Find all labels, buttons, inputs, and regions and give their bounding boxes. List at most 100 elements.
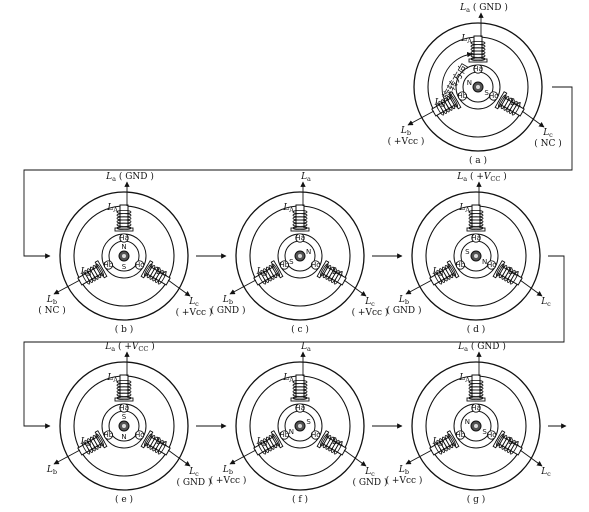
stator-pole-c <box>140 260 171 286</box>
hall-label: Ha <box>471 404 481 412</box>
hall-label: Hc <box>135 431 144 439</box>
lead-b <box>53 449 81 465</box>
shaft-center <box>122 424 126 428</box>
lead-c <box>343 279 367 297</box>
shaft-center <box>476 85 480 89</box>
terminal-b-state: ( GND ) <box>210 305 245 316</box>
shaft-center <box>298 424 302 428</box>
terminal-b-state: ( NC ) <box>38 305 66 316</box>
hall-sensor-b <box>103 260 114 270</box>
stator-pole-c <box>492 260 523 286</box>
coil-c-label: LC <box>510 98 522 109</box>
rotor-south: S <box>484 89 489 97</box>
stator-pole-c <box>316 430 347 456</box>
shaft-center <box>122 254 126 258</box>
flow-arrows <box>23 86 573 429</box>
stator-pole-b <box>429 260 460 286</box>
hall-label: Hb <box>456 261 466 269</box>
hall-label: Hb <box>104 261 114 269</box>
lead-c <box>519 279 543 297</box>
terminal-c-state: ( GND ) <box>176 477 211 488</box>
hall-label: Hc <box>487 431 496 439</box>
panel-caption: ( f ) <box>292 494 308 505</box>
coil-c-label: LC <box>332 437 344 448</box>
coil-c-label: LC <box>508 437 520 448</box>
terminal-c-label: Lc <box>364 297 375 308</box>
hall-label: Hc <box>311 431 320 439</box>
hall-sensor-b <box>279 430 290 440</box>
stator-outer <box>235 191 365 321</box>
coil-a-label: LA <box>106 203 118 214</box>
hall-label: Hb <box>104 431 114 439</box>
coil-a-label: LA <box>460 34 472 45</box>
terminal-c-state: ( +Vcc ) <box>176 307 213 318</box>
hall-sensor-b <box>457 91 468 101</box>
terminal-b-label: Lb <box>400 126 411 137</box>
rotor-north: N <box>121 243 126 251</box>
panel-caption: ( e ) <box>115 494 133 505</box>
rotation-arrow <box>441 51 473 108</box>
hall-sensor-b <box>455 430 466 440</box>
lead-c <box>521 110 545 128</box>
rotor-south: S <box>122 413 127 421</box>
stator-pole-a <box>114 374 134 402</box>
lead-c <box>519 449 543 467</box>
rotor-north: N <box>465 418 470 426</box>
rotor-south: S <box>289 258 294 266</box>
coil-a-label: LA <box>106 373 118 384</box>
panel-caption: ( g ) <box>467 494 486 505</box>
terminal-c-label: Lc <box>540 297 551 308</box>
hall-sensor-b <box>279 260 290 270</box>
rotor-south: S <box>482 428 487 436</box>
terminal-c-label: Lc <box>188 297 199 308</box>
hall-sensor-c <box>486 260 497 270</box>
hall-label: Ha <box>473 65 483 73</box>
stator-pole-b <box>77 260 108 286</box>
coil-a-label: LA <box>282 373 294 384</box>
rotor-north: N <box>306 248 311 256</box>
hall-label: Hc <box>135 261 144 269</box>
hall-sensor-b <box>455 260 466 270</box>
hall-label: Ha <box>471 234 481 242</box>
terminal-a-label: La ( +VCC ) <box>456 171 506 183</box>
stator-pole-a <box>114 204 134 232</box>
panel-caption: ( a ) <box>469 155 487 166</box>
hall-label: Hc <box>489 92 498 100</box>
stator-outer <box>411 361 541 491</box>
shaft-center <box>298 254 302 258</box>
rotor-south: S <box>306 418 311 426</box>
panel-caption: ( b ) <box>115 324 134 335</box>
hall-label: Ha <box>119 234 129 242</box>
stator-pole-b <box>429 430 460 456</box>
stator-pole-c <box>316 260 347 286</box>
hall-sensor-a <box>471 233 481 243</box>
hall-sensor-c <box>486 430 497 440</box>
coil-b-label: LB <box>256 437 268 448</box>
stator-outer <box>235 361 365 491</box>
coil-b-label: LB <box>434 98 446 109</box>
rotor-north: N <box>482 258 487 266</box>
lead-b <box>407 110 435 126</box>
coil-a-label: LA <box>458 373 470 384</box>
terminal-b-label: Lb <box>46 465 57 476</box>
stator-outer <box>413 22 543 152</box>
stator-pole-b <box>253 430 284 456</box>
rotor-south: S <box>122 263 127 271</box>
terminal-b-state: ( +Vcc ) <box>386 475 423 486</box>
stator-pole-a <box>290 204 310 232</box>
shaft-center <box>474 254 478 258</box>
coil-c-label: LC <box>508 267 520 278</box>
terminal-b-label: Lb <box>398 295 409 306</box>
stator-pole-b <box>253 260 284 286</box>
terminal-c-label: Lc <box>364 467 375 478</box>
coil-b-label: LB <box>80 437 92 448</box>
coil-c-label: LC <box>156 267 168 278</box>
hall-sensor-c <box>134 260 145 270</box>
hall-sensor-a <box>295 403 305 413</box>
